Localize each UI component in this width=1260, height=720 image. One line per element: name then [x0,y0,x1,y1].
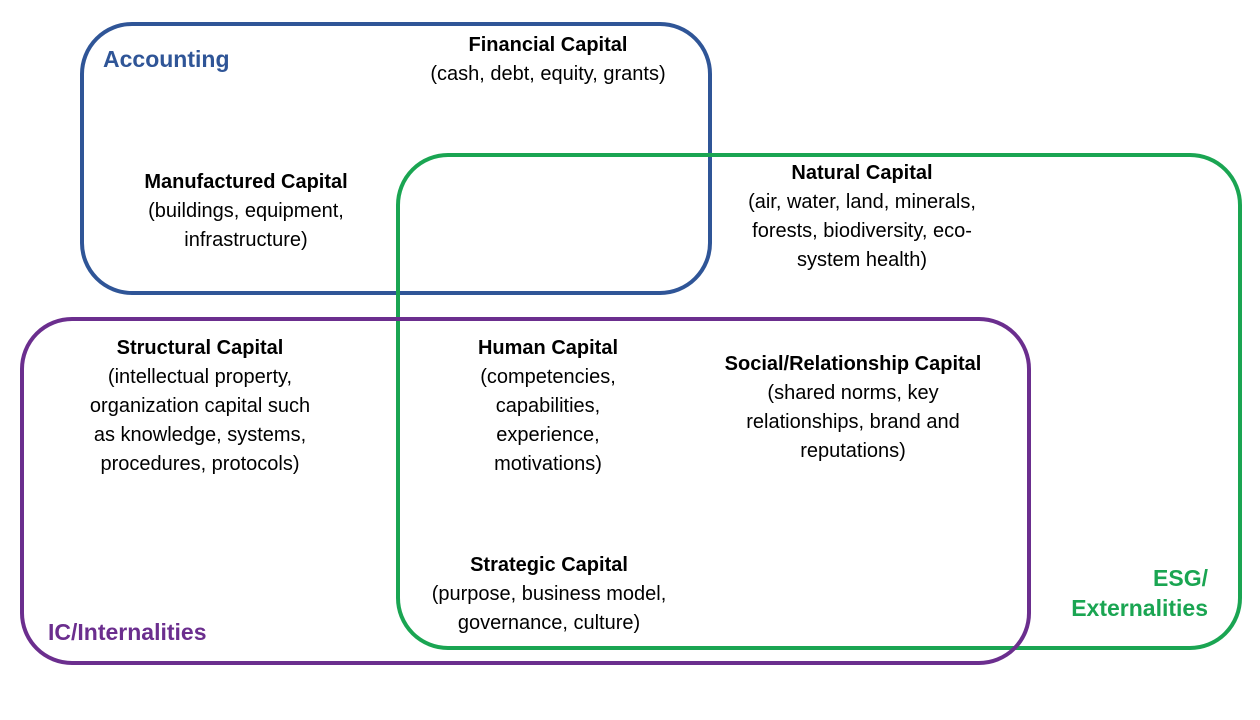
natural-capital-desc: (air, water, land, minerals, [748,191,976,213]
manufactured-capital: Manufactured Capital (buildings, equipme… [144,168,347,255]
structural-capital-desc: organization capital such [89,395,311,417]
social-relationship-capital: Social/Relationship Capital (shared norm… [725,350,982,466]
strategic-capital-title: Strategic Capital [470,554,628,576]
strategic-capital: Strategic Capital (purpose, business mod… [432,551,667,638]
accounting-label: Accounting [103,46,230,72]
esg-externalities-region [396,153,1242,650]
esg-label-line: ESG/ [1153,565,1208,591]
natural-capital-title: Natural Capital [791,162,933,184]
manufactured-capital-title: Manufactured Capital [144,171,348,193]
structural-capital-desc: as knowledge, systems, [93,424,307,446]
financial-capital: Financial Capital (cash, debt, equity, g… [430,31,665,89]
strategic-capital-desc: (purpose, business model, [431,583,667,605]
social-relationship-capital-desc: relationships, brand and [746,411,960,433]
human-capital-desc: experience, [496,424,600,446]
esg-externalities-label: ESG/ Externalities [1071,563,1208,623]
manufactured-capital-desc: infrastructure) [184,229,308,251]
ic-internalities-region [20,317,1031,665]
structural-capital-desc: (intellectual property, [107,366,293,388]
ic-internalities-label: IC/Internalities [48,619,207,645]
structural-capital-title: Structural Capital [116,337,284,359]
financial-capital-desc: (cash, debt, equity, grants) [430,63,666,85]
financial-capital-title: Financial Capital [468,34,628,56]
natural-capital-desc: forests, biodiversity, eco- [752,220,972,242]
natural-capital-desc: system health) [796,249,928,271]
human-capital: Human Capital (competencies, capabilitie… [478,334,618,479]
human-capital-desc: (competencies, [480,366,616,388]
human-capital-desc: motivations) [494,453,602,475]
social-relationship-capital-desc: reputations) [800,440,906,462]
human-capital-title: Human Capital [477,337,619,359]
structural-capital: Structural Capital (intellectual propert… [90,334,310,479]
social-relationship-capital-title: Social/Relationship Capital [724,353,982,375]
social-relationship-capital-desc: (shared norms, key [767,382,939,404]
esg-label-line: Externalities [1071,595,1208,621]
structural-capital-desc: procedures, protocols) [100,453,300,475]
human-capital-desc: capabilities, [495,395,601,417]
strategic-capital-desc: governance, culture) [457,612,641,634]
natural-capital: Natural Capital (air, water, land, miner… [748,159,976,275]
manufactured-capital-desc: (buildings, equipment, [148,200,344,222]
